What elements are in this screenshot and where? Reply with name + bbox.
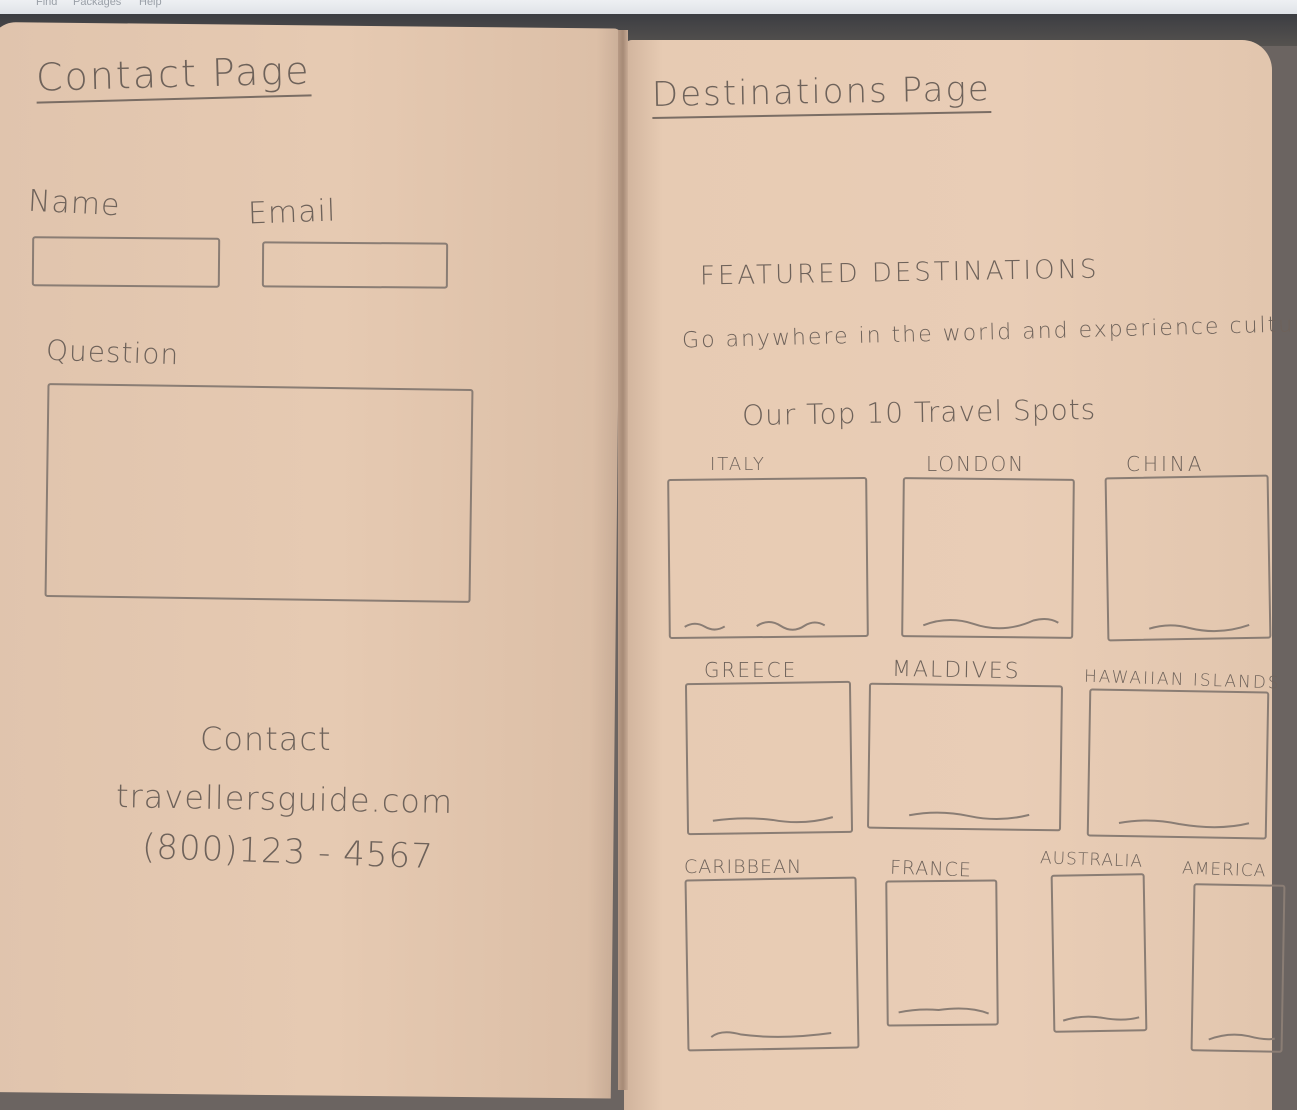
destination-card-france xyxy=(885,879,999,1027)
wave-scribble xyxy=(712,816,834,824)
wave-scribble xyxy=(684,620,826,631)
contact-website: travellersguide.com xyxy=(115,777,454,821)
destination-card-greece xyxy=(684,680,854,836)
destination-label-china: CHINA xyxy=(1126,452,1205,476)
destinations-page-title: Destinations Page xyxy=(651,69,992,119)
destination-label-london: LONDON xyxy=(926,452,1026,476)
menu-item-packages[interactable]: Packages xyxy=(73,0,122,8)
destination-card-china xyxy=(1104,474,1272,642)
question-textarea-sketch xyxy=(44,383,474,603)
menu-item-help[interactable]: Help xyxy=(139,0,162,8)
destination-label-caribbean: CARIBBEAN xyxy=(684,856,803,878)
destination-label-maldives: MALDIVES xyxy=(891,656,1021,685)
email-label: Email xyxy=(247,193,337,232)
destination-label-france: FRANCE xyxy=(889,856,973,882)
wave-scribble xyxy=(1208,1033,1275,1041)
destination-card-america xyxy=(1190,883,1286,1053)
wave-scribble xyxy=(1062,1015,1140,1022)
top-spots-heading: Our Top 10 Travel Spots xyxy=(741,392,1097,433)
destination-label-greece: GREECE xyxy=(704,658,798,682)
destination-card-italy xyxy=(667,476,869,640)
wave-scribble xyxy=(908,811,1030,820)
wave-scribble xyxy=(1118,819,1250,829)
destination-label-australia: AUSTRALIA xyxy=(1039,848,1144,872)
name-input-sketch xyxy=(31,236,221,288)
contact-heading: Contact xyxy=(200,720,332,758)
menu-item-find[interactable]: Find xyxy=(36,0,58,8)
destination-card-hawaiian-islands xyxy=(1086,688,1270,840)
app-menubar: Find Packages Help xyxy=(0,0,1297,14)
destination-label-italy: ITALY xyxy=(710,454,766,475)
wave-scribble xyxy=(898,1007,989,1015)
question-label: Question xyxy=(45,333,180,372)
notebook-spine xyxy=(618,30,628,1090)
wave-scribble xyxy=(922,617,1059,630)
wave-scribble xyxy=(710,1031,832,1038)
destination-card-maldives xyxy=(866,682,1064,832)
destination-card-australia xyxy=(1050,873,1148,1033)
destination-card-caribbean xyxy=(684,876,860,1052)
destination-card-london xyxy=(901,477,1075,639)
contact-page-title: Contact Page xyxy=(35,48,312,104)
notebook-right-page xyxy=(624,40,1272,1110)
email-input-sketch xyxy=(261,241,449,289)
destination-label-america: AMERICA xyxy=(1181,858,1267,882)
name-label: Name xyxy=(27,183,122,224)
wave-scribble xyxy=(1148,623,1250,633)
